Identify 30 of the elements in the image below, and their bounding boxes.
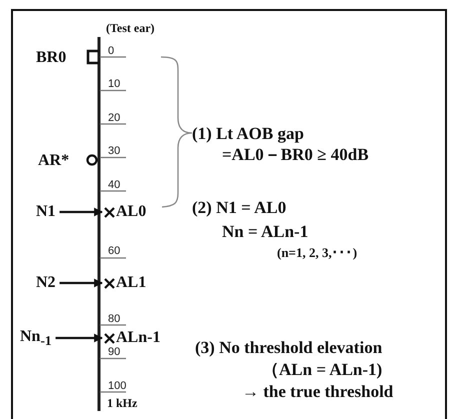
arrow [56,334,103,342]
tick-label: 30 [108,146,120,157]
marker-text: AL1 [116,275,146,291]
note-text: (n=1, 2, 3,･･･) [277,246,358,259]
note-text: （ALn = ALn-1) [262,361,382,378]
symbol-label: 1 kHz [107,397,138,409]
symbol-label: (Test ear) [106,22,155,34]
tick-label: 20 [108,113,120,124]
symbol-label: AR* [38,153,70,169]
tick-label: 60 [108,246,120,257]
arrow [60,208,103,216]
marker-text: AL0 [116,204,146,220]
level-text: N2 [36,275,56,291]
note-text: → the true threshold [242,383,394,400]
tick-label: 90 [108,347,120,358]
note-text: (1) Lt AOB gap [192,125,304,142]
tick-label: 10 [108,79,120,90]
level-text: N1 [36,204,56,220]
tick-label: 0 [108,46,114,57]
marker-text: ALn-1 [116,330,160,346]
tick-label: 100 [108,381,126,392]
note-text: (3) No threshold elevation [195,339,382,356]
level-text: Nn$_{-1}$ [20,328,52,348]
note-text: =AL0－BR0 ≥ 40dB [222,146,369,163]
arrow [60,278,103,288]
symbol-label: BR0 [36,50,66,66]
tick-label: 80 [108,314,120,325]
tick-label: 40 [108,180,120,191]
note-text: (2) N1 = AL0 [192,199,286,216]
note-text: Nn = ALn-1 [222,223,308,240]
